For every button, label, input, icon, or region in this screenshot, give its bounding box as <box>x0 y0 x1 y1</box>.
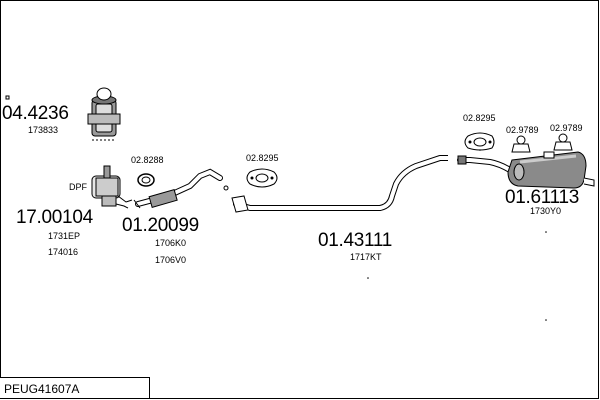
rear-silencer-part-number: 01.61113 <box>505 187 580 208</box>
dpf-ref-1: 1731EP <box>48 231 81 241</box>
catalytic-converter-icon <box>5 87 121 141</box>
front-pipe-ref-1: 1706K0 <box>155 238 187 248</box>
dpf-ref-2: 174016 <box>48 247 79 257</box>
rear-silencer-icon <box>457 151 595 189</box>
gasket-rear-part-number: 02.8295 <box>463 113 496 123</box>
catalyst-part-number: 04.4236 <box>2 103 69 124</box>
clamp-icon <box>137 173 155 187</box>
middle-pipe-icon <box>231 155 448 213</box>
front-pipe-icon <box>133 168 229 209</box>
mid-pipe-part-number: 01.43111 <box>318 230 393 251</box>
mid-pipe-ref: 1717KT <box>350 252 382 262</box>
gasket-front-icon <box>246 168 278 188</box>
front-pipe-part-number: 01.20099 <box>122 215 199 236</box>
diagram-code: PEUG41607A <box>4 382 80 396</box>
rubber-mount-2-part-number: 02.9789 <box>550 123 583 133</box>
dpf-filter-icon <box>91 165 133 209</box>
dpf-tag: DPF <box>69 182 87 192</box>
rubber-mount-2-icon <box>553 133 573 151</box>
clamp-part-number: 02.8288 <box>131 155 164 165</box>
diagram-code-box: PEUG41607A <box>0 377 150 399</box>
gasket-rear-icon <box>464 132 495 151</box>
dpf-part-number: 17.00104 <box>16 207 93 228</box>
front-pipe-ref-2: 1706V0 <box>155 255 187 265</box>
rear-silencer-ref: 1730Y0 <box>530 206 562 216</box>
catalyst-ref: 173833 <box>28 125 59 135</box>
gasket-front-part-number: 02.8295 <box>246 153 279 163</box>
rubber-mount-1-icon <box>511 135 531 153</box>
rubber-mount-1-part-number: 02.9789 <box>506 125 539 135</box>
